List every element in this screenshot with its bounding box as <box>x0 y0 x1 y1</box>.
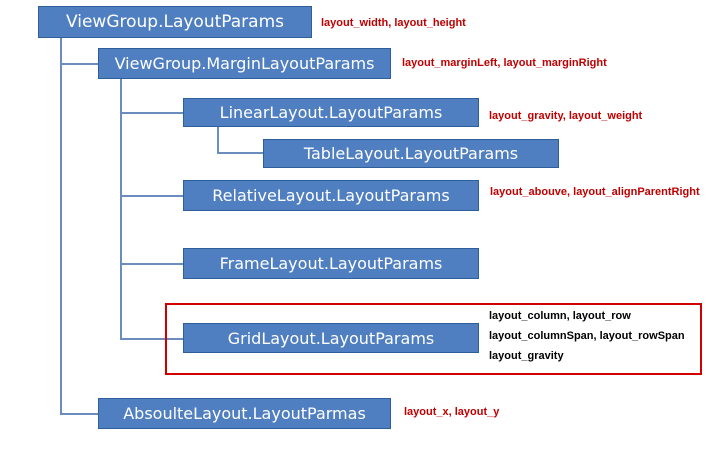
attrs-grid-line-3: layout_gravity <box>489 350 564 362</box>
node-tablelayout-layoutparams: TableLayout.LayoutParams <box>263 139 559 168</box>
connector-margin-to-relative <box>120 195 183 197</box>
node-viewgroup-marginlayoutparams: ViewGroup.MarginLayoutParams <box>98 48 391 79</box>
gridlayout-highlight-frame <box>165 303 702 375</box>
connector-margin-vertical <box>120 79 122 339</box>
connector-root-to-margin <box>60 63 98 65</box>
connector-linear-to-table <box>217 152 263 154</box>
node-absolutelayout-layoutparams: AbsoulteLayout.LayoutParmas <box>98 398 391 429</box>
node-relativelayout-layoutparams: RelativeLayout.LayoutParams <box>183 180 479 211</box>
node-viewgroup-layoutparams: ViewGroup.LayoutParams <box>38 6 312 38</box>
connector-margin-to-grid <box>120 338 183 340</box>
connector-root-to-absolute <box>60 413 98 415</box>
connector-margin-to-linear <box>120 112 183 114</box>
attrs-linear: layout_gravity, layout_weight <box>489 110 643 122</box>
attrs-grid-line-1: layout_column, layout_row <box>489 310 631 322</box>
node-gridlayout-layoutparams: GridLayout.LayoutParams <box>183 323 479 353</box>
node-framelayout-layoutparams: FrameLayout.LayoutParams <box>183 248 479 279</box>
connector-linear-vertical <box>217 127 219 154</box>
connector-root-vertical <box>60 38 62 414</box>
attrs-viewgroup: layout_width, layout_height <box>321 17 466 29</box>
node-linearlayout-layoutparams: LinearLayout.LayoutParams <box>183 98 479 127</box>
attrs-grid-line-2: layout_columnSpan, layout_rowSpan <box>489 330 685 342</box>
attrs-absolute: layout_x, layout_y <box>404 406 500 418</box>
attrs-relative: layout_abouve, layout_alignParentRight <box>490 186 700 198</box>
connector-margin-to-frame <box>120 263 183 265</box>
attrs-margin: layout_marginLeft, layout_marginRight <box>402 57 607 69</box>
